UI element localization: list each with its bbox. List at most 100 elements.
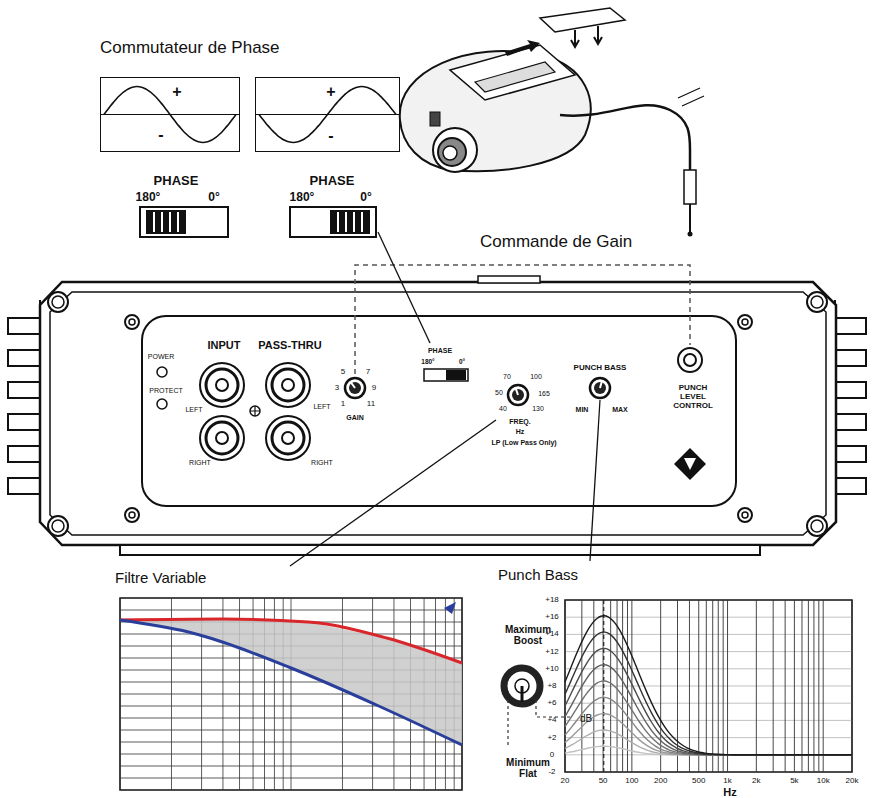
axis-tick: +8 bbox=[547, 682, 556, 691]
slider-grip bbox=[177, 212, 179, 232]
dial-core bbox=[349, 382, 361, 394]
knob-outer bbox=[433, 128, 477, 172]
screw bbox=[738, 508, 752, 522]
slider-grip bbox=[353, 212, 355, 232]
grid-line bbox=[565, 737, 852, 738]
axis-tick: +14 bbox=[545, 630, 559, 639]
heatsink-fin bbox=[8, 350, 40, 366]
screw-head bbox=[811, 520, 823, 532]
lower-curve bbox=[120, 620, 462, 745]
switch-slider bbox=[446, 370, 466, 380]
panel-label: PASS-THRU bbox=[258, 339, 321, 351]
bracket-arrow bbox=[571, 30, 579, 47]
boost-curve bbox=[565, 697, 852, 754]
heatsink-fin bbox=[835, 318, 866, 334]
axis-tick: +18 bbox=[545, 596, 559, 605]
dial-scale: 3 bbox=[335, 384, 339, 393]
rca-jack-pin bbox=[216, 379, 228, 391]
boost-curve bbox=[565, 681, 852, 755]
switch-position: 0° bbox=[459, 358, 465, 365]
channel-label: LEFT bbox=[185, 406, 202, 414]
axis-tick: 1k bbox=[723, 777, 731, 786]
axis-tick: +2 bbox=[547, 733, 556, 742]
axis-tick: +16 bbox=[545, 613, 559, 622]
slider-grip bbox=[361, 212, 363, 232]
knob-pointer bbox=[521, 686, 524, 702]
rca-jack bbox=[200, 416, 244, 460]
grid-line bbox=[801, 600, 802, 772]
slide-switch bbox=[424, 369, 468, 381]
remote-button bbox=[430, 112, 440, 126]
axis-tick: +12 bbox=[545, 647, 559, 656]
bracket-arrow bbox=[505, 40, 540, 56]
dial-label: PUNCH BASS bbox=[574, 364, 627, 373]
dial-scale: 1 bbox=[341, 400, 345, 409]
grid-line bbox=[706, 600, 707, 772]
knob-label: Minimum Flat bbox=[502, 757, 554, 779]
dial-pointer bbox=[600, 380, 602, 388]
waveform-box: +- bbox=[255, 77, 400, 152]
waveform-box: +- bbox=[100, 77, 240, 152]
switch-position: 0° bbox=[208, 191, 219, 204]
grid-line bbox=[565, 668, 852, 669]
channel-label: RIGHT bbox=[311, 459, 333, 467]
switch-position: 0° bbox=[360, 191, 371, 204]
axis-tick: +10 bbox=[545, 664, 559, 673]
grid-line bbox=[818, 600, 819, 772]
dial-scale: 9 bbox=[372, 384, 376, 393]
grid-line bbox=[565, 703, 852, 704]
dial-scale: 5 bbox=[341, 368, 345, 377]
base-plate bbox=[120, 545, 760, 555]
dial-scale: 70 bbox=[503, 373, 511, 381]
axis-tick: 10k bbox=[817, 777, 830, 786]
jack-plug bbox=[684, 170, 696, 204]
rca-jack-ring bbox=[206, 369, 238, 401]
switch-position: 180° bbox=[136, 191, 161, 204]
bracket-arrow bbox=[594, 26, 602, 44]
axis-tick: 100 bbox=[625, 777, 638, 786]
leader-line bbox=[590, 400, 600, 561]
grid-line bbox=[808, 600, 809, 772]
axis-tick: 200 bbox=[654, 777, 667, 786]
mount-slot bbox=[475, 62, 555, 92]
led-label: POWER bbox=[148, 353, 174, 361]
slide-switch bbox=[140, 207, 228, 237]
axis-tick: 5k bbox=[790, 777, 798, 786]
grid-line bbox=[120, 598, 121, 790]
grid-line bbox=[718, 600, 719, 772]
screw bbox=[807, 516, 827, 536]
rca-jack bbox=[266, 363, 310, 407]
rca-jack-pin bbox=[216, 432, 228, 444]
boost-curve bbox=[565, 730, 852, 755]
screw bbox=[738, 315, 752, 329]
rca-jack-pin bbox=[282, 379, 294, 391]
top-bump bbox=[478, 276, 540, 283]
switch-label: PHASE bbox=[310, 174, 355, 188]
corner-marker bbox=[444, 602, 456, 614]
grid-line bbox=[785, 600, 786, 772]
boost-curve bbox=[565, 714, 852, 755]
screw-head bbox=[129, 319, 135, 325]
polarity-sign: + bbox=[326, 83, 335, 101]
screw-head bbox=[129, 512, 135, 518]
rca-jack-ring bbox=[206, 422, 238, 454]
rotary-dial bbox=[590, 378, 610, 398]
sine-wave bbox=[104, 87, 236, 143]
dial-scale: 40 bbox=[499, 405, 507, 413]
callout-title: Commande de Gain bbox=[480, 233, 632, 252]
slider-grip bbox=[337, 212, 339, 232]
rca-jack-pin bbox=[282, 432, 294, 444]
polarity-sign: - bbox=[158, 126, 163, 144]
dial-scale: MAX bbox=[612, 406, 628, 414]
dial-label: Hz bbox=[516, 428, 525, 436]
slider-grip bbox=[161, 212, 163, 232]
ground-symbol bbox=[250, 406, 260, 416]
grid-line bbox=[689, 600, 690, 772]
screw-head bbox=[742, 319, 748, 325]
mount-bracket bbox=[540, 8, 625, 32]
screw bbox=[48, 516, 68, 536]
slider-grip bbox=[153, 212, 155, 232]
screw bbox=[807, 292, 827, 312]
filter-range bbox=[120, 619, 462, 745]
